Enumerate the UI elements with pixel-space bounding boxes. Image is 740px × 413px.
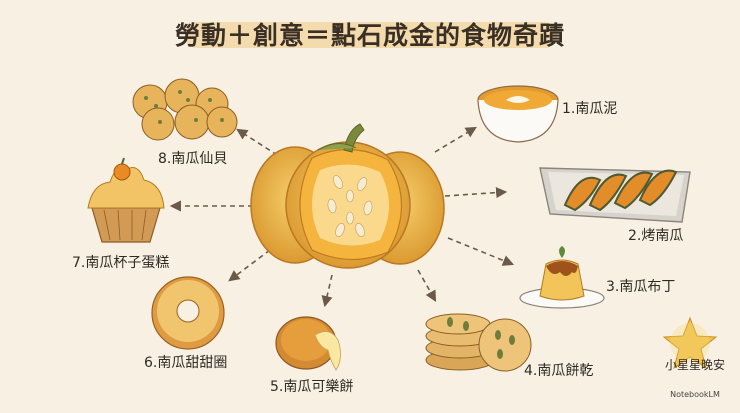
donut-icon [151,276,225,350]
title-highlight [185,22,557,48]
arrow-to-cookies [417,269,437,302]
page-title: 勞動＋創意＝點石成金的食物奇蹟 [174,21,565,50]
watermark: NotebookLM [670,390,720,399]
brand-name: 小星星晚安 [664,358,725,372]
cupcake-icon [87,157,165,243]
label-crackers: 8.南瓜仙貝 [158,151,228,167]
arrow-to-roast [444,187,508,199]
label-croquette: 5.南瓜可樂餅 [270,379,354,395]
pudding-icon [519,246,605,309]
arrow-to-croquette [321,274,333,308]
star-icon [662,316,718,370]
croquette-icon [275,316,341,371]
label-cupcake: 7.南瓜杯子蛋糕 [72,255,170,271]
cookies-icon [425,313,532,372]
label-donut: 6.南瓜甜甜圈 [144,355,228,371]
pumpkin-soup-icon [477,85,559,143]
label-cookies: 4.南瓜餅乾 [524,363,594,379]
label-pudding: 3.南瓜布丁 [606,279,676,295]
crackers-icon [132,78,238,141]
label-roast: 2.烤南瓜 [628,228,684,244]
arrow-to-donut [228,249,271,282]
pumpkin-icon [250,123,445,269]
arrow-to-soup [434,126,477,153]
arrow-to-pudding [447,237,515,266]
roasted-pumpkin-icon [539,167,691,223]
label-soup: 1.南瓜泥 [562,101,618,117]
